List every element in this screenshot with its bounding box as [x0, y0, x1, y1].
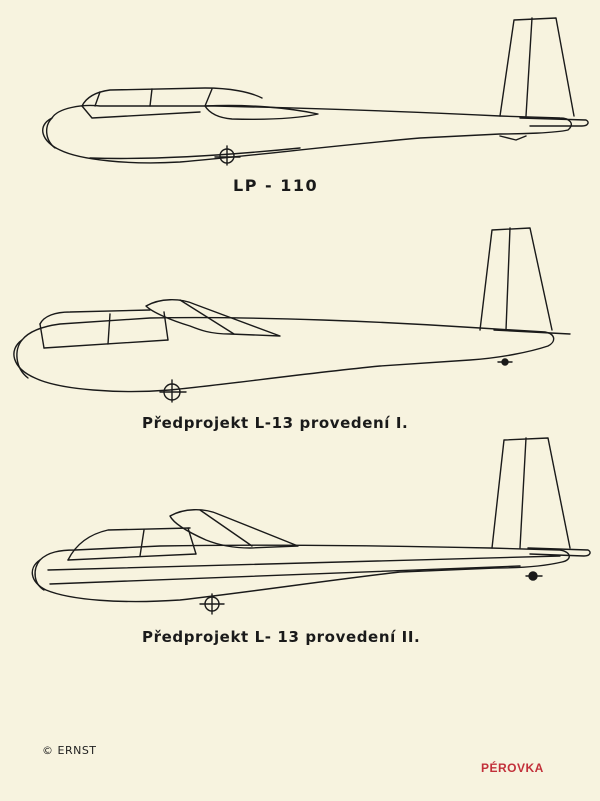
credit: © ERNST	[42, 744, 97, 757]
stamp: PÉROVKA	[481, 761, 544, 775]
glider-l13-design2-canopy	[67, 527, 191, 561]
caption-lp110: LP - 110	[233, 176, 319, 195]
glider-l13-design2-fuselage	[31, 544, 570, 603]
glider-lp110-fin	[499, 17, 575, 117]
glider-lp110-fuselage	[42, 104, 572, 164]
glider-lp110-canopy	[81, 87, 263, 107]
caption-l13-design1: Předprojekt L-13 provedení I.	[142, 414, 409, 432]
glider-l13-design2-wing	[169, 509, 299, 549]
glider-lp110	[42, 17, 589, 166]
glider-l13-design1	[13, 227, 571, 403]
glider-l13-design1-canopy	[39, 309, 151, 325]
copyright-icon: ©	[42, 744, 54, 757]
glider-l13-design2	[31, 437, 591, 615]
glider-l13-design1-fuselage	[13, 316, 555, 393]
glider-l13-design2-fin	[491, 437, 571, 549]
credit-text: ERNST	[57, 744, 97, 757]
caption-l13-design2: Předprojekt L- 13 provedení II.	[142, 628, 421, 646]
glider-l13-design1-wing	[145, 299, 281, 337]
glider-l13-design1-fin	[479, 227, 553, 331]
